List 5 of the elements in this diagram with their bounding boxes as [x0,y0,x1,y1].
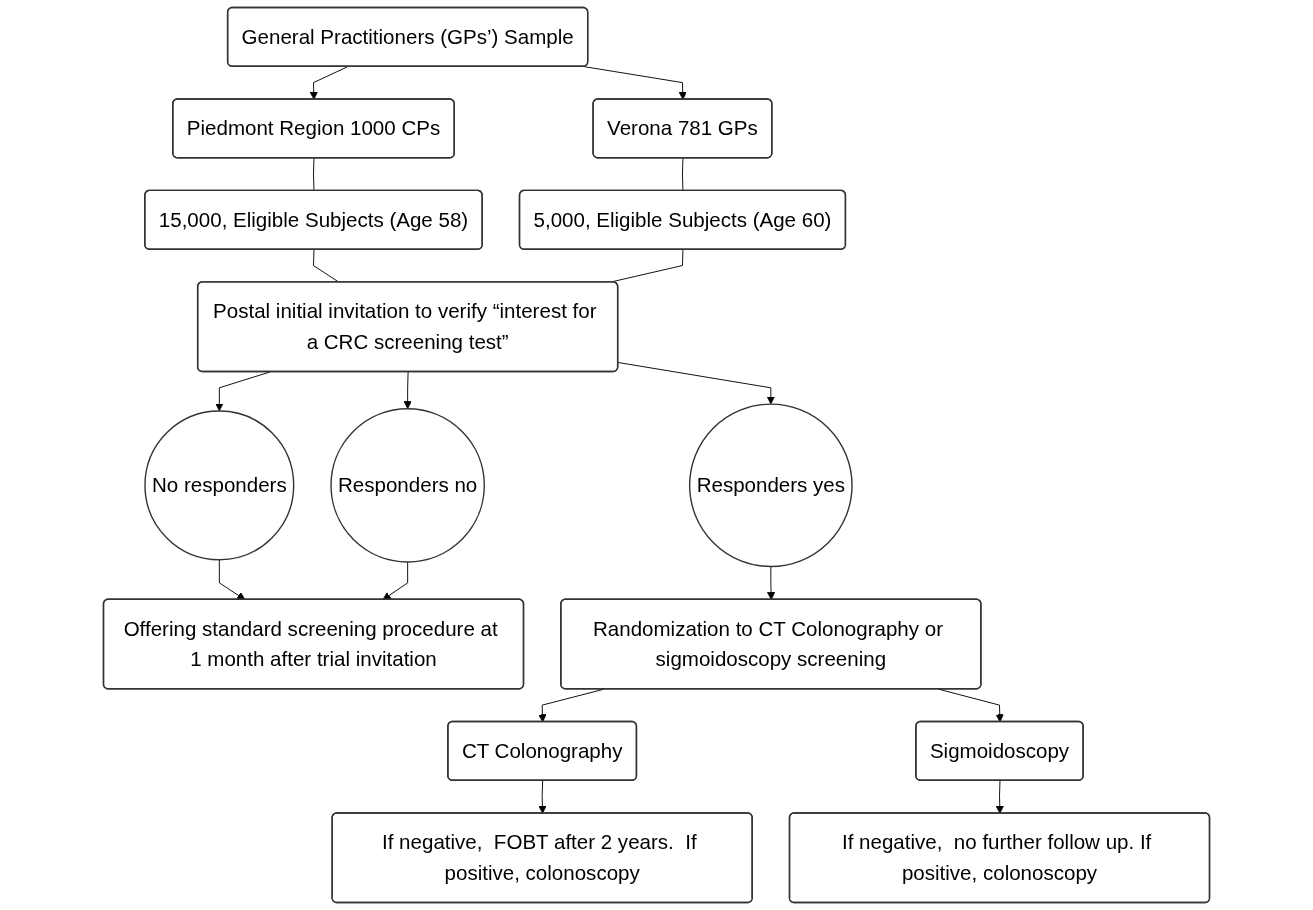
node-circle: Responders no [330,408,485,563]
node-circle: Responders yes [688,403,853,568]
connector [313,157,315,192]
connector [682,157,684,192]
node-circle: No responders [144,410,295,561]
